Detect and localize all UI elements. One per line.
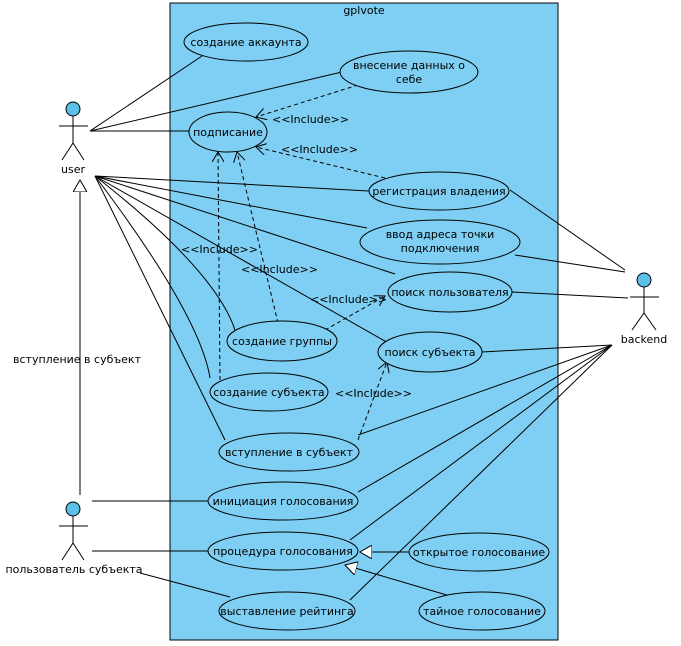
usecase-label: процедура голосования	[213, 545, 353, 558]
include-label: <<Include>>	[272, 113, 349, 126]
actor-label: user	[61, 163, 85, 176]
usecase-label: подписание	[193, 126, 263, 139]
usecase-create-group[interactable]: создание группы	[226, 320, 338, 362]
usecase-address-entry[interactable]: ввод адреса точки подключения	[359, 219, 521, 265]
usecase-label: выставление рейтинга	[220, 605, 353, 618]
usecase-create-subject[interactable]: создание субъекта	[209, 372, 329, 412]
actor-backend[interactable]: backend	[621, 272, 667, 346]
usecase-label: создание группы	[232, 335, 332, 348]
usecase-open-voting[interactable]: открытое голосование	[408, 532, 550, 572]
usecase-enter-data[interactable]: внесение данных о себе	[339, 50, 479, 94]
include-label: <<Include>>	[310, 293, 387, 306]
usecase-join-subject[interactable]: вступление в субъект	[218, 432, 360, 472]
usecase-secret-voting[interactable]: тайное голосование	[418, 591, 546, 631]
include-label: <<Include>>	[281, 143, 358, 156]
usecase-label: тайное голосование	[423, 605, 541, 618]
system-title: gplvote	[343, 4, 385, 17]
usecase-ownership-registration[interactable]: регистрация владения	[368, 171, 510, 211]
usecase-label: внесение данных о	[353, 59, 465, 72]
include-dependencies	[218, 84, 387, 441]
usecase-voting-procedure[interactable]: процедура голосования	[207, 531, 359, 571]
usecase-rating[interactable]: выставление рейтинга	[218, 591, 356, 631]
usecase-label: ввод адреса точки	[386, 228, 495, 241]
use-cases: создание аккаунта внесение данных о себе…	[183, 22, 550, 631]
generalization-label: вступление в субъект	[13, 353, 142, 366]
usecase-label: подключения	[401, 242, 480, 255]
actor-label: backend	[621, 333, 667, 346]
actor-subject-user[interactable]: пользователь субъекта	[5, 501, 143, 576]
include-label: <<Include>>	[335, 387, 412, 400]
usecase-label: поиск пользователя	[391, 286, 508, 299]
usecase-label: создание аккаунта	[190, 36, 301, 49]
usecase-create-account[interactable]: создание аккаунта	[183, 22, 309, 62]
usecase-label: регистрация владения	[372, 185, 505, 198]
usecase-label: инициация голосования	[213, 495, 354, 508]
associations	[89, 53, 629, 601]
actor-head-icon	[65, 101, 81, 117]
usecase-signing[interactable]: подписание	[188, 111, 268, 153]
usecase-find-subject[interactable]: поиск субъекта	[377, 331, 483, 373]
usecase-label: открытое голосование	[413, 546, 545, 559]
usecase-label: создание субъекта	[213, 386, 324, 399]
usecase-label: вступление в субъект	[225, 446, 354, 459]
secret-voting-generalization	[345, 565, 451, 597]
include-label: <<Include>>	[181, 243, 258, 256]
actor-label: пользователь субъекта	[5, 563, 142, 576]
actor-head-icon	[636, 272, 652, 288]
include-label: <<Include>>	[241, 263, 318, 276]
usecase-label: поиск субъекта	[385, 346, 476, 359]
actor-head-icon	[65, 501, 81, 517]
actor-user[interactable]: user	[59, 101, 88, 176]
usecase-label: себе	[396, 73, 423, 86]
usecase-find-user[interactable]: поиск пользователя	[387, 271, 513, 313]
usecase-init-voting[interactable]: инициация голосования	[207, 481, 359, 521]
